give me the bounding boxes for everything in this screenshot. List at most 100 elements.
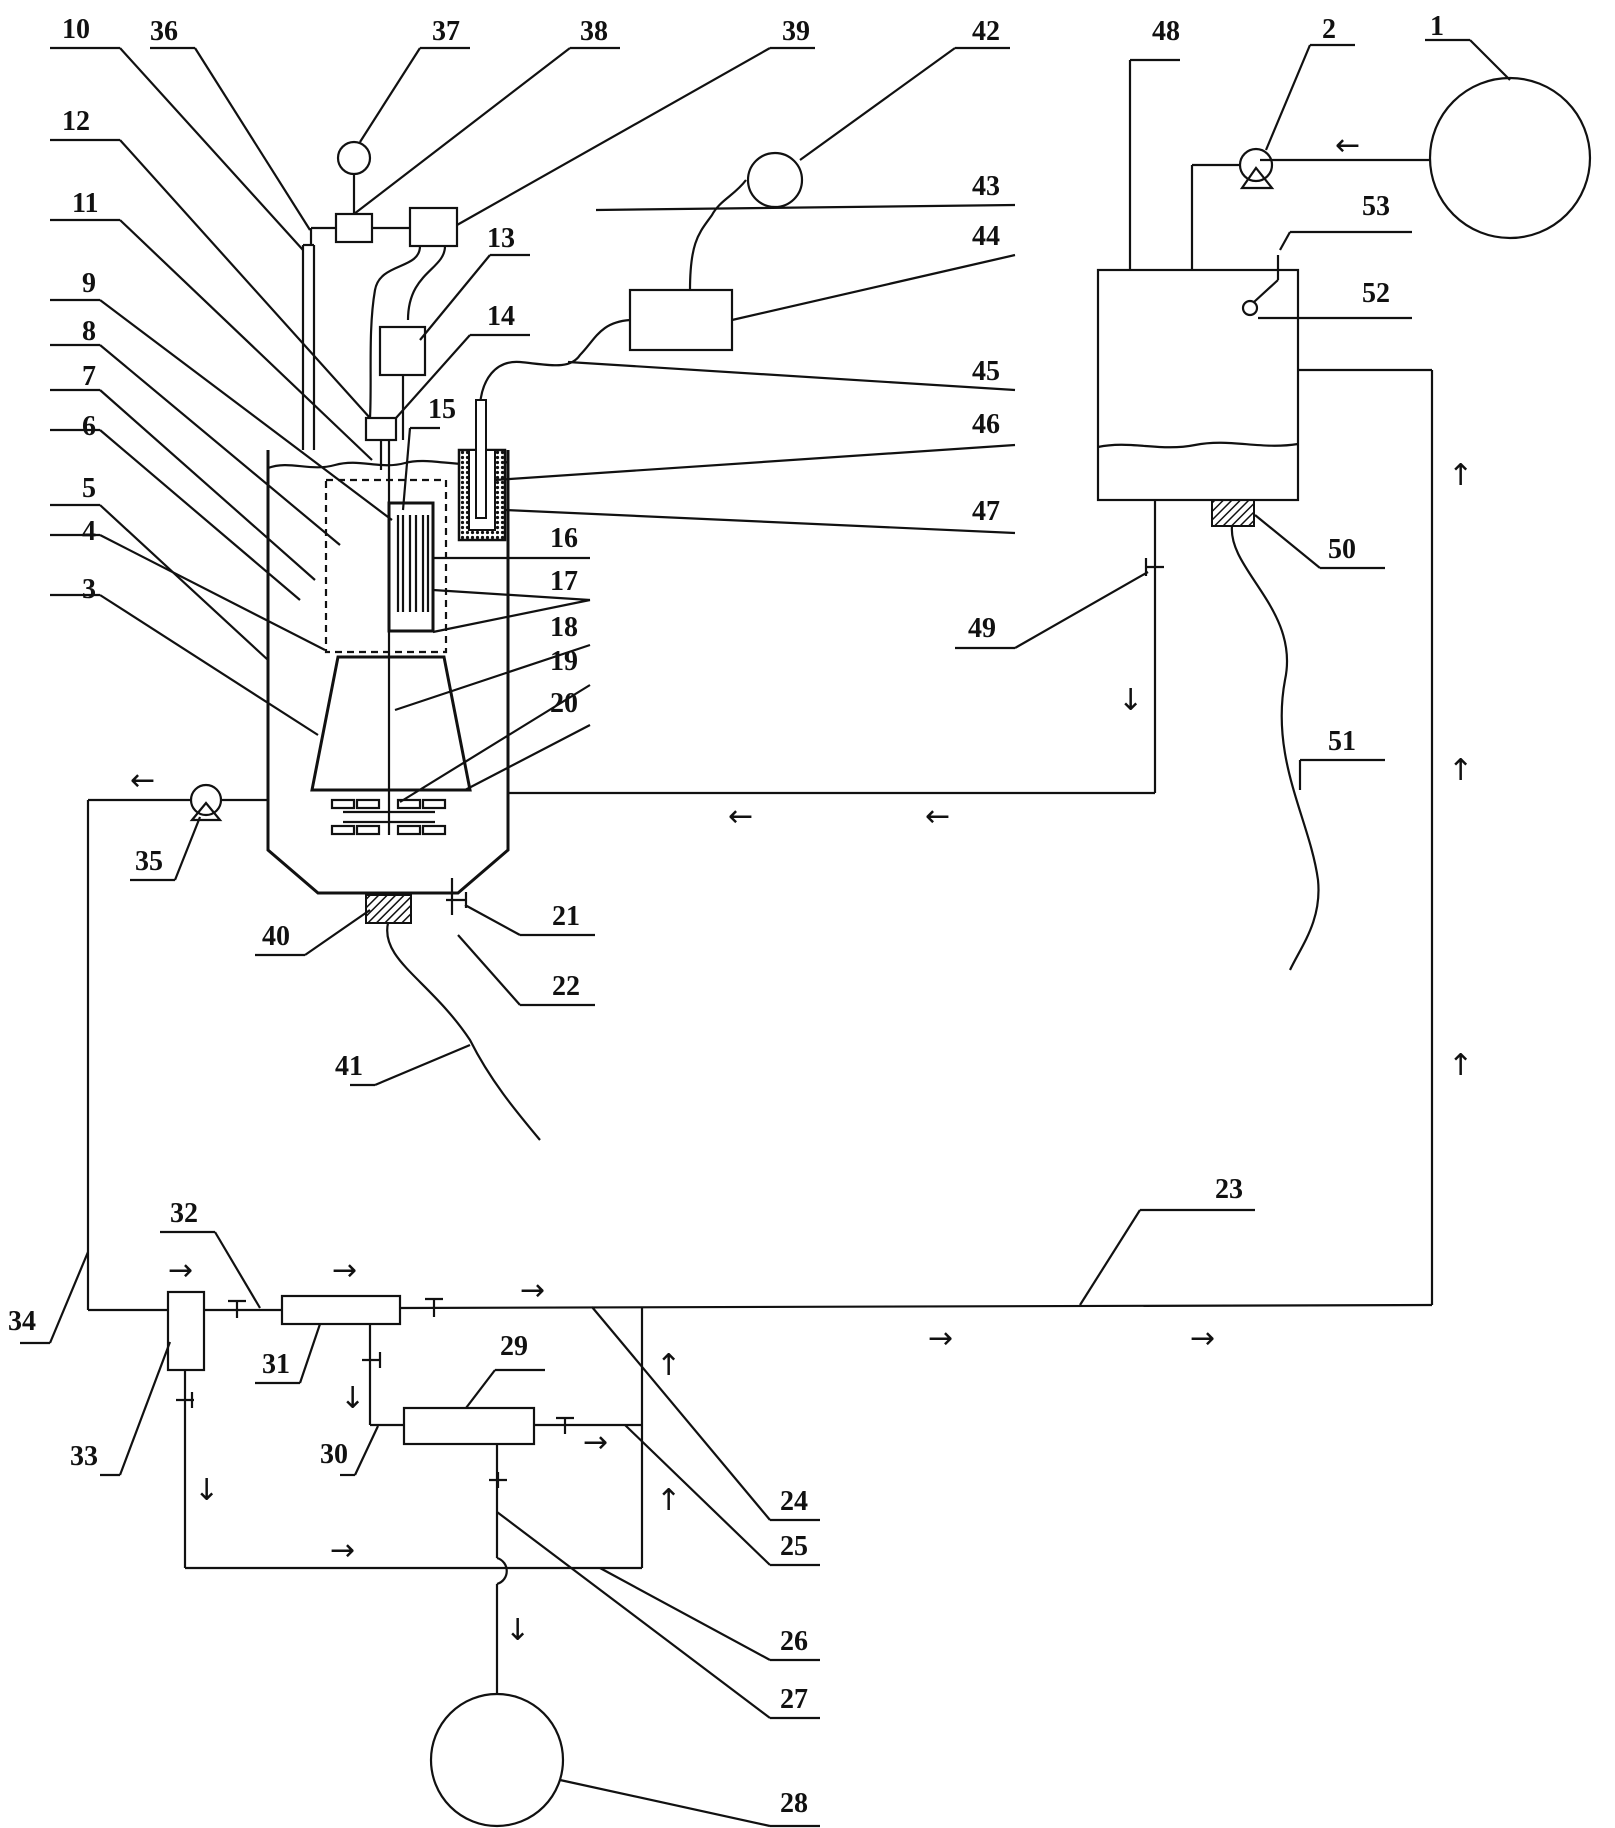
filter-29	[402, 1406, 536, 1446]
arrow-up: ↑	[1448, 458, 1473, 493]
label-15: 15	[428, 394, 456, 425]
arrow-down: ↓	[1118, 683, 1143, 718]
electrode-plates	[396, 515, 430, 612]
arrow-down: ↓	[505, 1613, 530, 1648]
valve-31-out	[425, 1297, 443, 1317]
label-11: 11	[72, 188, 98, 219]
valve-33-out	[176, 1392, 194, 1408]
label-47: 47	[972, 496, 1000, 527]
arrow-up: ↑	[1448, 753, 1473, 788]
label-45: 45	[972, 356, 1000, 387]
label-43: 43	[972, 171, 1000, 202]
gauge-37	[336, 140, 372, 176]
arrow-left: ←	[130, 763, 155, 798]
label-9: 9	[82, 268, 96, 299]
label-44: 44	[972, 221, 1000, 252]
label-6: 6	[82, 411, 96, 442]
label-14: 14	[487, 301, 515, 332]
float-52	[1241, 299, 1259, 317]
tank-1	[1428, 76, 1592, 240]
label-8: 8	[82, 316, 96, 347]
vent-tube	[301, 243, 316, 450]
label-16: 16	[550, 523, 578, 554]
arrow-right: →	[583, 1425, 608, 1460]
heater-cable-41	[386, 922, 541, 1141]
label-33: 33	[70, 1441, 98, 1472]
label-41: 41	[335, 1051, 363, 1082]
box-39	[408, 206, 459, 248]
label-2: 2	[1322, 14, 1336, 45]
arrow-up: ↑	[1448, 1048, 1473, 1083]
label-17: 17	[550, 566, 578, 597]
label-23: 23	[1215, 1174, 1243, 1205]
drain-valve	[446, 878, 468, 915]
label-36: 36	[150, 16, 178, 47]
part-labels: 1 2 3 4 5 6 7 8 9 10 11 12 13 14 15 16 1…	[8, 11, 1444, 1819]
arrow-right: →	[520, 1273, 545, 1308]
label-1: 1	[1430, 11, 1444, 42]
arrow-up: ↑	[656, 1348, 681, 1383]
label-34: 34	[8, 1306, 36, 1337]
label-10: 10	[62, 14, 90, 45]
label-48: 48	[1152, 16, 1180, 47]
arrow-left: ←	[1335, 128, 1360, 163]
label-24: 24	[780, 1486, 808, 1517]
arrow-down: ↓	[194, 1473, 219, 1508]
label-4: 4	[82, 516, 96, 547]
pump-2	[1238, 147, 1275, 190]
label-51: 51	[1328, 726, 1356, 757]
flow-arrows: ← ↑ ↑ ↑ ↓ ← ← ← → → → → → ↑ ↑ ↓ → ↓ → ↓	[130, 128, 1473, 1648]
box-38	[334, 212, 374, 244]
label-39: 39	[782, 16, 810, 47]
label-32: 32	[170, 1198, 198, 1229]
box-14	[364, 416, 398, 442]
label-26: 26	[780, 1626, 808, 1657]
meter-42	[746, 151, 804, 209]
controller-44	[628, 288, 734, 352]
label-42: 42	[972, 16, 1000, 47]
label-37: 37	[432, 16, 460, 47]
tank-48	[1096, 268, 1300, 502]
draft-cone	[310, 655, 472, 792]
label-35: 35	[135, 846, 163, 877]
probe-46	[475, 399, 487, 519]
label-46: 46	[972, 409, 1000, 440]
label-13: 13	[487, 223, 515, 254]
arrow-left: ←	[925, 799, 950, 834]
arrow-right: →	[1190, 1321, 1215, 1356]
arrow-right: →	[330, 1533, 355, 1568]
arrow-left: ←	[728, 799, 753, 834]
label-50: 50	[1328, 534, 1356, 565]
valve-29-out	[556, 1416, 574, 1434]
bottom-heater-block	[365, 894, 412, 924]
arrow-right: →	[928, 1321, 953, 1356]
label-30: 30	[320, 1439, 348, 1470]
label-49: 49	[968, 613, 996, 644]
arrow-right: →	[168, 1253, 193, 1288]
label-53: 53	[1362, 191, 1390, 222]
label-22: 22	[552, 971, 580, 1002]
label-19: 19	[550, 646, 578, 677]
filter-31	[280, 1294, 402, 1326]
arrow-up: ↑	[656, 1483, 681, 1518]
label-52: 52	[1362, 278, 1390, 309]
label-18: 18	[550, 612, 578, 643]
label-28: 28	[780, 1788, 808, 1819]
leader-lines	[20, 38, 1511, 1828]
label-20: 20	[550, 688, 578, 719]
arrow-down: ↓	[340, 1381, 365, 1416]
separator-33	[166, 1290, 206, 1372]
pump-35	[189, 783, 223, 822]
label-29: 29	[500, 1331, 528, 1362]
label-7: 7	[82, 361, 96, 392]
dashed-inner-zone	[324, 478, 448, 654]
cable-51	[1230, 525, 1320, 971]
label-3: 3	[82, 574, 96, 605]
arrow-right: →	[332, 1253, 357, 1288]
valve-30	[362, 1352, 382, 1368]
tank-28	[429, 1692, 565, 1828]
box-13	[378, 325, 427, 377]
label-12: 12	[62, 106, 90, 137]
label-27: 27	[780, 1684, 808, 1715]
